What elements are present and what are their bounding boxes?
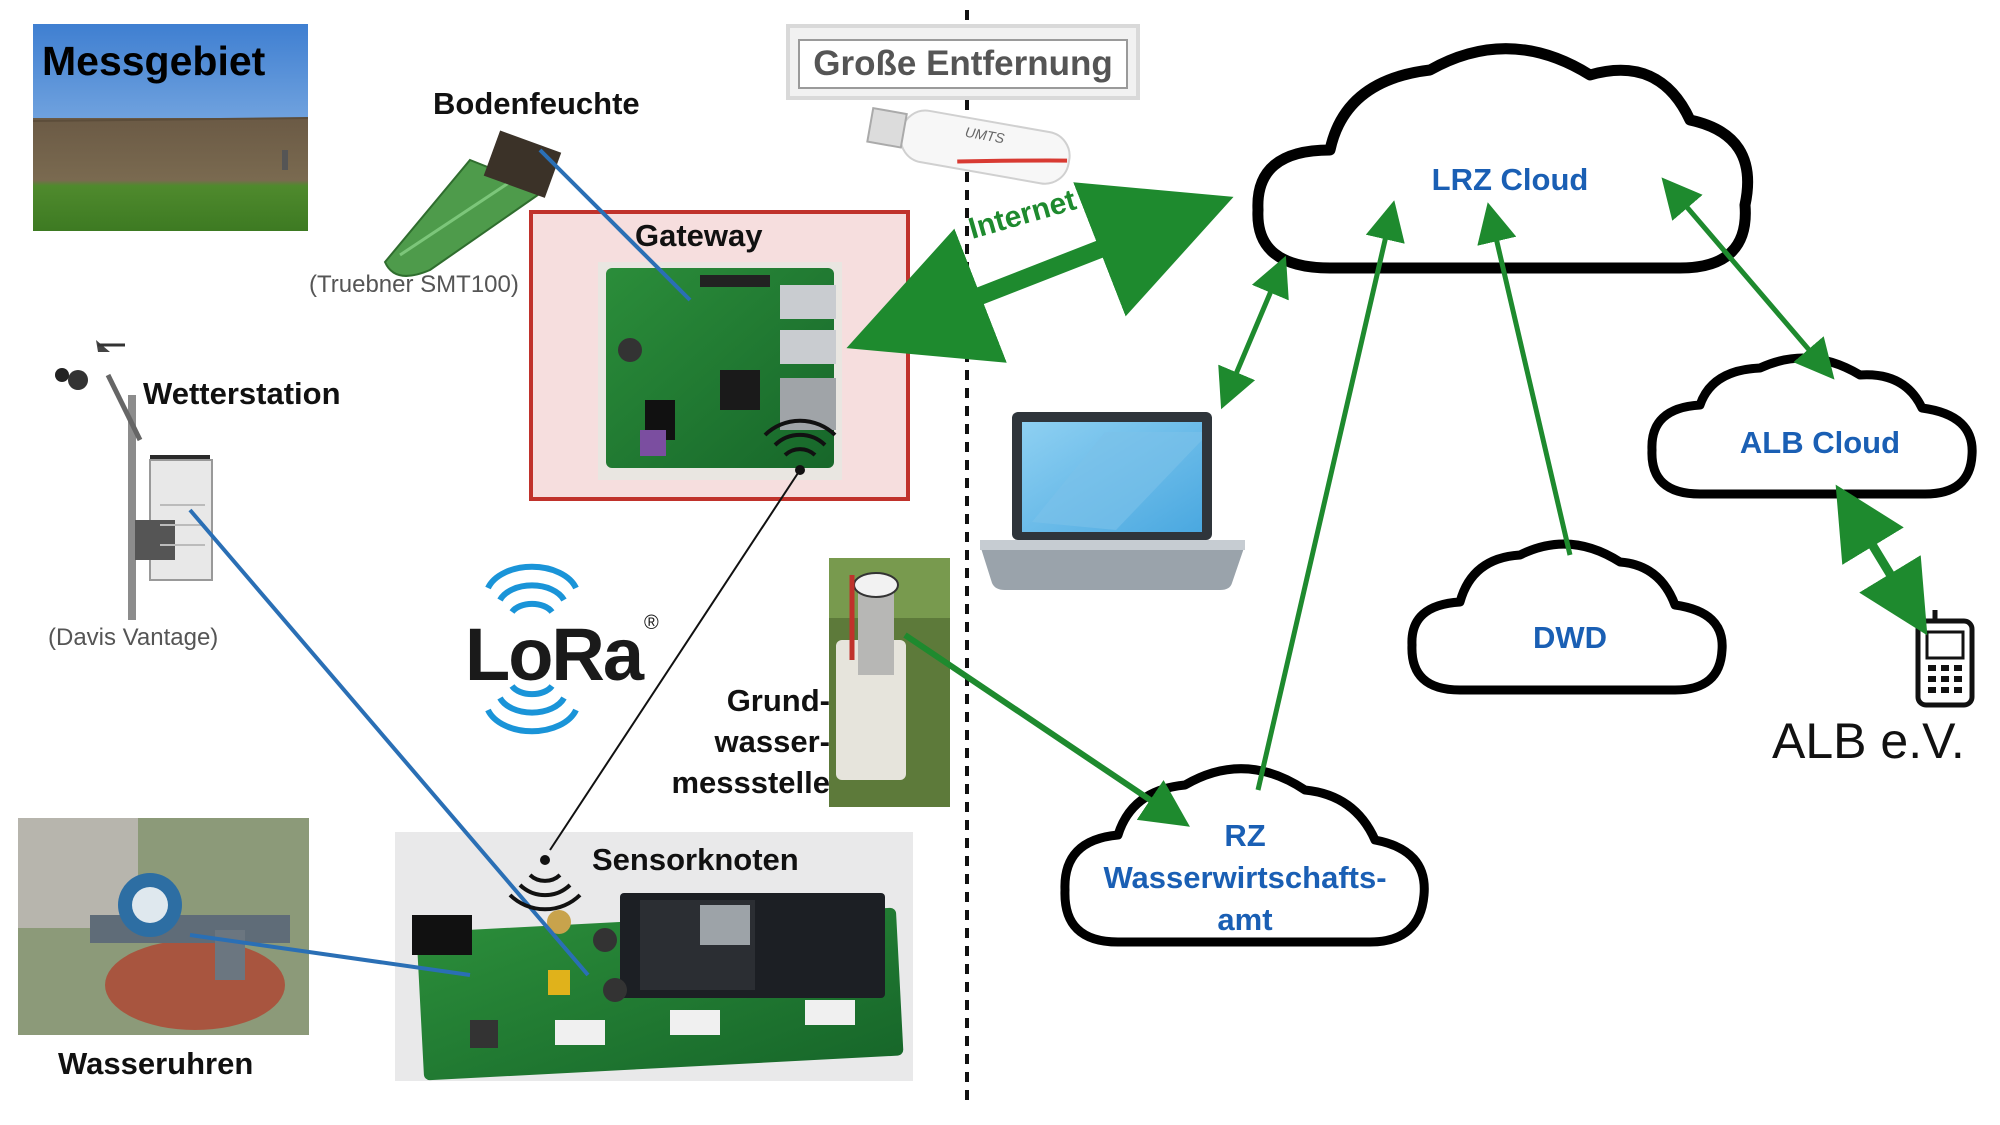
alb-cloud-label: ALB Cloud [1739,425,1901,460]
gateway-label: Gateway [635,218,763,253]
dwd-cloud-label: DWD [1532,620,1608,655]
grundwasser-line-2: wasser- [714,724,830,759]
sensorknoten-label: Sensorknoten [592,842,799,877]
weather-station-image [55,340,213,620]
wetterstation-label: Wetterstation [143,376,341,411]
umts-stick-icon [866,106,1071,185]
wasseruhren-label: Wasseruhren [58,1046,254,1081]
messgebiet-label: Messgebiet [42,38,266,84]
lora-radio-link [549,469,801,851]
rz-cloud-label: RZ Wasserwirtschafts- amt [1070,815,1420,941]
lrz-cloud-label: LRZ Cloud [1431,162,1589,197]
grundwasser-line-3: messstelle [671,765,830,800]
grosse-entfernung-label: Große Entfernung [813,44,1113,83]
dwd-cloud-shape [1407,539,1727,695]
rz-line-1: RZ [1224,818,1266,853]
laptop-icon [980,412,1245,590]
mobile-phone-icon [1915,610,1975,708]
lora-logo-icon [485,563,579,735]
bodenfeuchte-label: Bodenfeuchte [433,86,640,121]
wifi-icon [508,855,582,912]
rz-line-3: amt [1217,902,1273,937]
lora-registered-mark: ® [644,612,659,634]
groundwater-gauge-photo [829,558,950,807]
alb-ev-label: ALB e.V. [1772,713,1965,769]
bodenfeuchte-model-label: (Truebner SMT100) [309,271,519,298]
grundwasser-label: Grund- wasser- messstelle [640,680,830,803]
connection-arrows [846,177,1928,827]
water-meter-photo [18,818,309,1035]
messgebiet-photo [32,24,309,231]
water-meter-cable [189,933,471,977]
lora-text: LoRa [465,613,644,696]
rz-line-2: Wasserwirtschafts- [1103,860,1387,895]
lrz-cloud-shape [1252,43,1754,274]
soil-sensor-cable [538,148,692,302]
wetterstation-model-label: (Davis Vantage) [48,624,219,651]
lora-logo-text: LoRa® [465,612,659,697]
sensor-node-photo [395,832,913,1081]
weather-station-cable [188,508,590,977]
wifi-icon [763,418,837,475]
grundwasser-line-1: Grund- [726,683,830,718]
gateway-pcb-image [598,262,842,480]
soil-moisture-sensor-image [383,130,562,277]
